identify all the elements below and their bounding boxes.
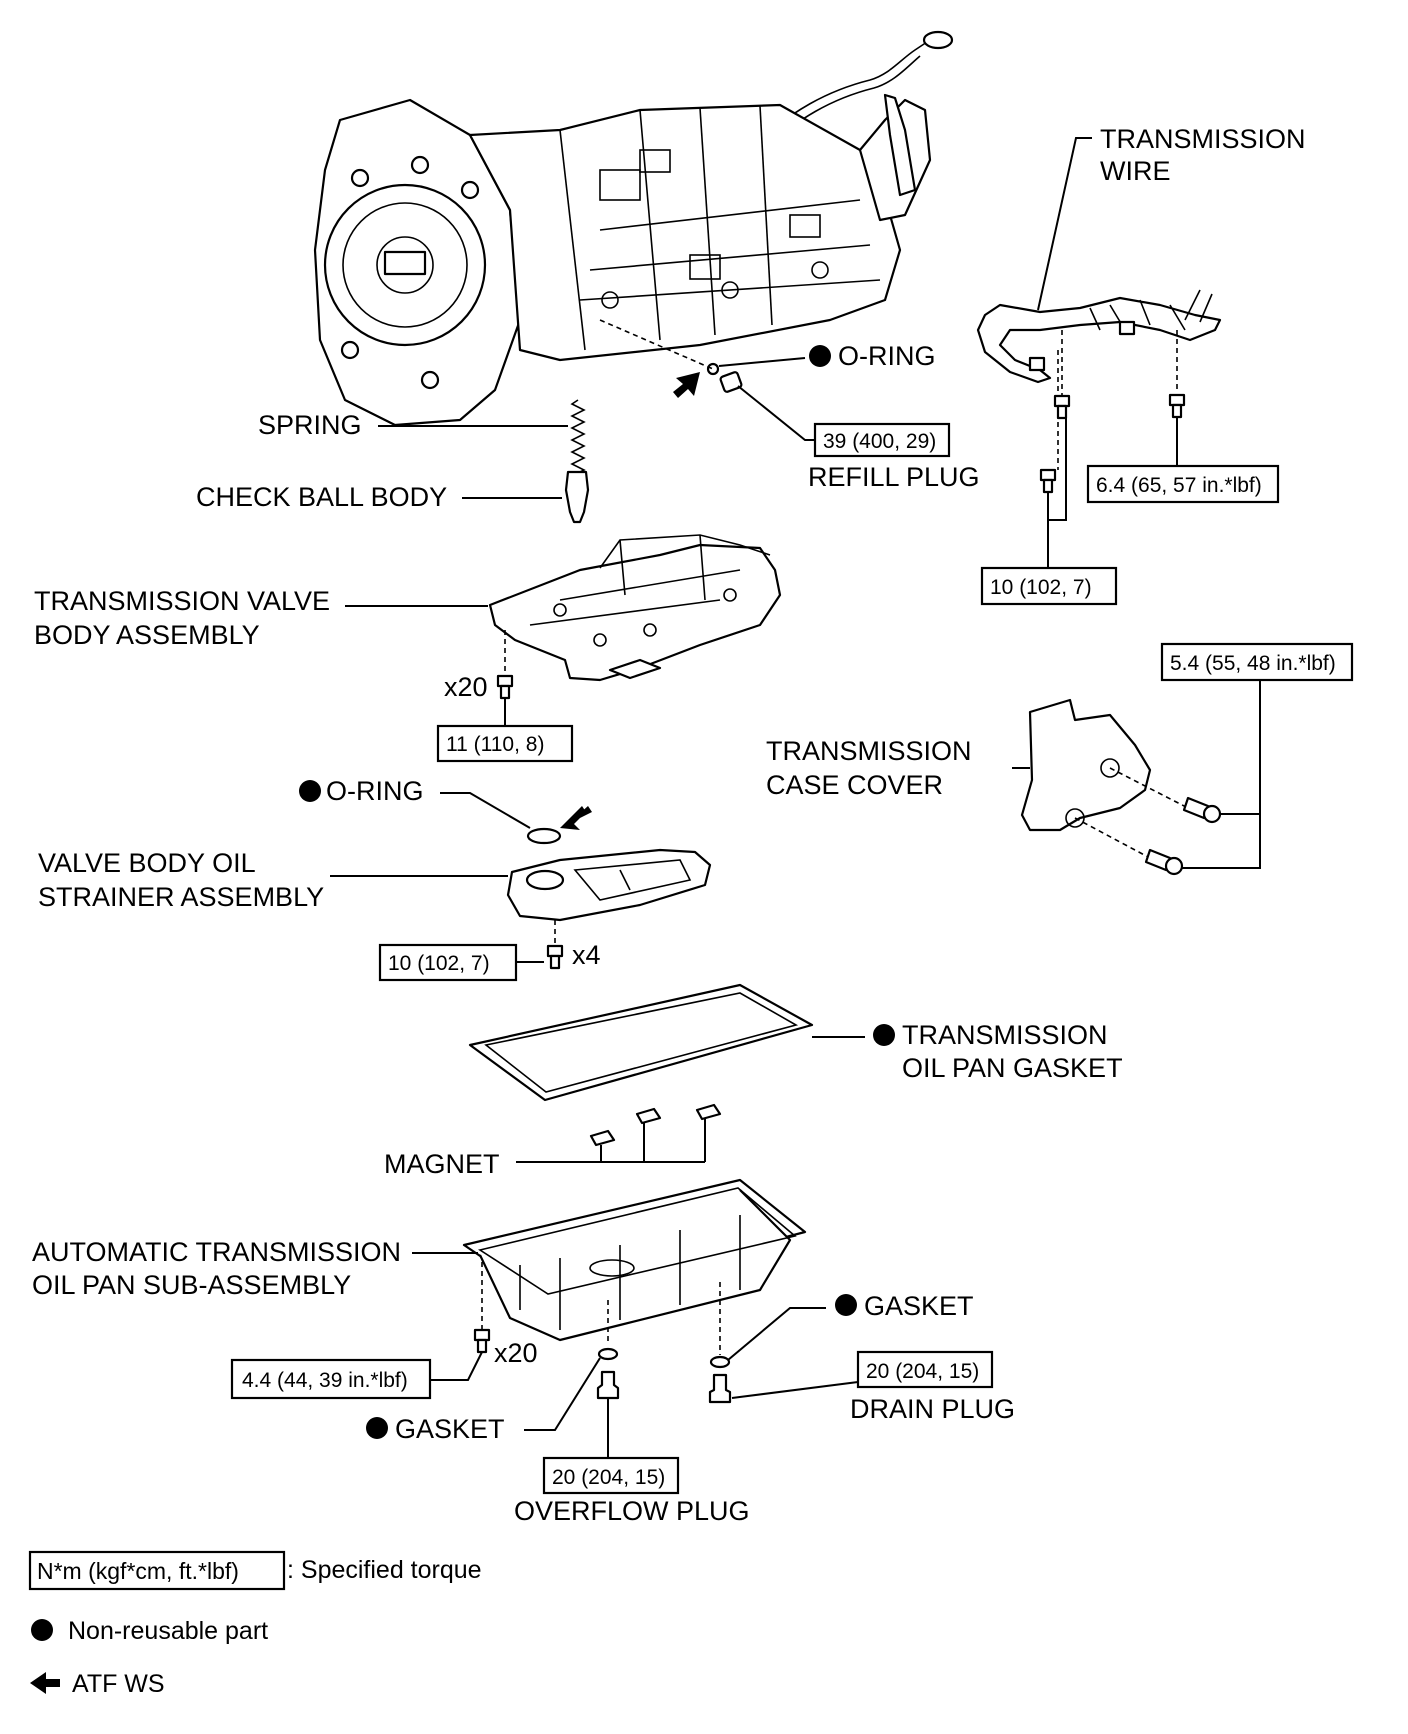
wire-bolt-b-torque-box	[980, 566, 1118, 606]
overflow-plug-part: GASKET 20 (204, 15) OVERFLOW PLUG	[366, 1300, 750, 1526]
drain-plug-torque-box	[856, 1350, 994, 1389]
oil-pan-torque: 4.4 (44, 39 in.*lbf)	[242, 1369, 408, 1392]
oil-pan-label-line2: OIL PAN SUB-ASSEMBLY	[32, 1270, 351, 1300]
case-cover-torque: 5.4 (55, 48 in.*lbf)	[1170, 652, 1336, 675]
refill-plug-torque: 39 (400, 29)	[823, 430, 936, 453]
case-cover-label-line2: CASE COVER	[766, 770, 943, 800]
oil-pan-part: AUTOMATIC TRANSMISSION OIL PAN SUB-ASSEM…	[32, 1178, 807, 1400]
refill-plug-part: 39 (400, 29) REFILL PLUG	[719, 371, 980, 492]
spring-label: SPRING	[258, 410, 362, 440]
valve-body-torque: 11 (110, 8)	[446, 733, 544, 756]
transmission-wire-label-line2: WIRE	[1100, 156, 1171, 186]
refill-plug-label: REFILL PLUG	[808, 462, 980, 492]
o-ring-top-part: O-RING	[599, 319, 936, 376]
legend-nonreusable-dot	[31, 1619, 53, 1641]
legend-nonreusable-label: Non-reusable part	[68, 1617, 268, 1645]
valve-body-torque-box	[436, 724, 574, 763]
legend-atf-arrow-icon	[30, 1672, 60, 1694]
wire-bolt-a-torque: 6.4 (65, 57 in.*lbf)	[1096, 474, 1262, 497]
strainer-bolt-quantity: x4	[572, 940, 601, 970]
transmission-assembly-illustration	[313, 30, 954, 427]
gasket-drain-nonreusable-dot	[835, 1294, 857, 1316]
valve-body-label-line1: TRANSMISSION VALVE	[34, 586, 330, 616]
transmission-wire-part: TRANSMISSION WIRE 6.4 (65, 57 in.*lbf) 1…	[976, 124, 1306, 606]
oil-pan-label-line1: AUTOMATIC TRANSMISSION	[32, 1237, 401, 1267]
o-ring-top-nonreusable-dot	[809, 345, 831, 367]
o-ring-strainer-nonreusable-dot	[299, 780, 321, 802]
strainer-part: VALVE BODY OIL STRAINER ASSEMBLY x4 10 (…	[38, 848, 712, 982]
magnet-label: MAGNET	[384, 1149, 500, 1179]
legend: N*m (kgf*cm, ft.*lbf) : Specified torque…	[28, 1550, 482, 1698]
legend-torque-unit: N*m (kgf*cm, ft.*lbf)	[37, 1558, 239, 1584]
valve-body-bolt-quantity: x20	[444, 672, 488, 702]
overflow-plug-torque-box	[542, 1456, 680, 1495]
legend-atf-label: ATF WS	[72, 1670, 165, 1698]
gasket-overflow-nonreusable-dot	[366, 1417, 388, 1439]
strainer-label-line2: STRAINER ASSEMBLY	[38, 882, 324, 912]
overflow-plug-label: OVERFLOW PLUG	[514, 1496, 750, 1526]
o-ring-strainer-part: O-RING	[299, 776, 592, 845]
strainer-torque-box	[378, 943, 518, 982]
case-cover-torque-box	[1160, 642, 1354, 682]
drain-plug-label: DRAIN PLUG	[850, 1394, 1015, 1424]
strainer-label-line1: VALVE BODY OIL	[38, 848, 256, 878]
spring-part: SPRING	[258, 399, 586, 477]
legend-torque-desc: : Specified torque	[287, 1556, 482, 1584]
gasket-drain-label: GASKET	[864, 1291, 974, 1321]
o-ring-top-label: O-RING	[838, 341, 936, 371]
pan-gasket-label-line2: OIL PAN GASKET	[902, 1053, 1123, 1083]
valve-body-label-line2: BODY ASSEMBLY	[34, 620, 260, 650]
overflow-plug-torque: 20 (204, 15)	[552, 1466, 665, 1489]
atf-arrow-refill	[673, 372, 700, 398]
atf-arrow-strainer	[560, 806, 592, 830]
gasket-overflow-label: GASKET	[395, 1414, 505, 1444]
valve-body-part: TRANSMISSION VALVE BODY ASSEMBLY x20 11 …	[34, 534, 782, 763]
oil-pan-torque-box	[230, 1358, 432, 1400]
wire-bolt-a-torque-box	[1086, 464, 1280, 504]
case-cover-label-line1: TRANSMISSION	[766, 736, 972, 766]
pan-gasket-nonreusable-dot	[873, 1024, 895, 1046]
check-ball-body-label: CHECK BALL BODY	[196, 482, 447, 512]
o-ring-strainer-label: O-RING	[326, 776, 424, 806]
pan-gasket-label-line1: TRANSMISSION	[902, 1020, 1108, 1050]
legend-torque-box	[28, 1550, 286, 1591]
case-cover-part: TRANSMISSION CASE COVER 5.4 (55, 48 in.*…	[766, 642, 1354, 876]
drain-plug-torque: 20 (204, 15)	[866, 1360, 979, 1383]
refill-plug-torque-box	[813, 422, 951, 458]
wire-bolt-b-torque: 10 (102, 7)	[990, 576, 1092, 599]
magnet-part: MAGNET	[384, 1103, 722, 1179]
strainer-torque: 10 (102, 7)	[388, 952, 490, 975]
oil-pan-bolt-quantity: x20	[494, 1338, 538, 1368]
check-ball-body-part: CHECK BALL BODY	[196, 470, 590, 524]
pan-gasket-part: TRANSMISSION OIL PAN GASKET	[468, 983, 1123, 1102]
transmission-wire-label-line1: TRANSMISSION	[1100, 124, 1306, 154]
drain-plug-part: GASKET 20 (204, 15) DRAIN PLUG	[708, 1282, 1015, 1424]
